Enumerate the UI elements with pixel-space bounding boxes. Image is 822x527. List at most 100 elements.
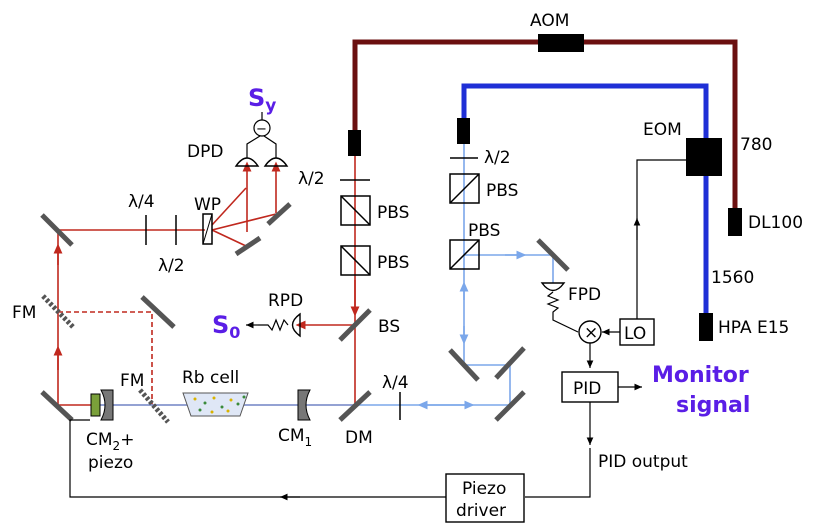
label-cm2-sub: 2: [113, 439, 121, 453]
pid-to-driver: [525, 448, 591, 498]
hpa-amplifier: [699, 313, 713, 341]
pbs-1560-upper-diag: [449, 173, 480, 204]
mirror-dm: [338, 390, 372, 422]
label-780: 780: [740, 135, 772, 155]
label-cm1: CM1: [278, 426, 312, 449]
label-dpd: DPD: [187, 142, 223, 162]
pbs-780-lower: [340, 245, 371, 276]
label-qwp-left: λ/4: [128, 192, 155, 212]
beam-780-wp-split-2: [211, 213, 277, 231]
fiber-780-path: [352, 39, 540, 135]
mirror-bs: [338, 308, 372, 342]
pbs-1560-lower: [449, 239, 480, 270]
fiber-780-coupler: [348, 130, 361, 156]
fpd-detector: [540, 282, 566, 292]
label-sy-sub: y: [265, 96, 276, 116]
label-piezo: piezo: [88, 453, 133, 473]
label-fm-upper: FM: [12, 303, 36, 323]
label-pbs-1560-upper: PBS: [486, 181, 518, 201]
rpd-wire: [258, 318, 289, 332]
label-lo: LO: [624, 324, 646, 344]
label-cm1-sub: 1: [305, 435, 313, 449]
label-s0: S0: [212, 311, 240, 342]
label-rb-cell: Rb cell: [182, 368, 239, 388]
mirror-bottom-left: [40, 390, 74, 422]
beam-780-fm-dashed: [58, 311, 153, 405]
label-wp: WP: [194, 195, 221, 215]
label-cm2-suffix: +: [120, 430, 134, 450]
label-hpa: HPA E15: [718, 318, 789, 338]
label-1560: 1560: [711, 268, 754, 288]
label-bs: BS: [378, 317, 400, 337]
label-fpd: FPD: [568, 285, 601, 305]
label-cm1-main: CM: [278, 426, 305, 446]
mirror-middle: [140, 295, 176, 329]
beam-780-wp-split-1: [211, 187, 247, 226]
pbs-1560-upper: [449, 173, 480, 204]
flip-mirror-lower: [138, 388, 170, 424]
cavity-mirror-2: [100, 389, 114, 421]
label-s0-main: S: [212, 311, 229, 339]
label-hwp-left: λ/2: [158, 256, 185, 276]
label-cm2-main: CM: [86, 430, 113, 450]
rb-cell-atoms: [193, 395, 246, 414]
label-hwp-780: λ/2: [298, 169, 325, 189]
beam-780-wp-split-3: [211, 229, 247, 247]
label-eom: EOM: [643, 120, 682, 140]
dpd-wire-left: [246, 135, 261, 158]
label-dm: DM: [345, 428, 373, 448]
fiber-1560-coupler: [457, 118, 470, 144]
label-pbs-1560-lower: PBS: [468, 221, 500, 241]
dpd-detector-right: [263, 157, 289, 167]
label-cm2: CM2+: [86, 430, 134, 453]
mirror-1560-lower-mid: [494, 346, 526, 380]
label-s0-sub: 0: [229, 323, 240, 342]
label-dpd-minus: −: [256, 122, 267, 137]
driver-to-piezo: [69, 419, 446, 498]
fiber-1560-path: [461, 83, 709, 330]
aom-box: [538, 34, 584, 52]
label-aom: AOM: [530, 11, 569, 31]
cavity-mirror-1: [297, 389, 311, 421]
wollaston-prism-diag: [202, 213, 213, 245]
label-pid-output: PID output: [598, 452, 688, 472]
mirror-1560-lower-right: [494, 390, 526, 422]
label-qwp-1560: λ/4: [382, 373, 409, 393]
label-piezo-driver-2: driver: [456, 501, 506, 521]
piezo-element: [90, 393, 101, 417]
pbs-780-upper-diag: [340, 195, 371, 226]
label-mixer: ×: [584, 323, 598, 343]
mirror-1560-lower-left: [448, 348, 480, 382]
label-piezo-driver-1: Piezo: [462, 479, 506, 499]
wollaston-prism: [202, 213, 213, 245]
dpd-wire-right: [263, 135, 277, 158]
eom-box: [686, 138, 722, 176]
piezo-driver-box: [445, 473, 525, 523]
mirror-wp-lower: [234, 235, 262, 257]
label-pbs-780-lower: PBS: [377, 253, 409, 273]
rpd-detector: [291, 312, 301, 338]
label-dl100: DL100: [748, 213, 803, 233]
dpd-detector-left: [234, 157, 260, 167]
label-hwp-1560: λ/2: [484, 148, 511, 168]
pbs-780-lower-diag: [340, 245, 371, 276]
label-monitor-2: signal: [676, 393, 750, 418]
fpd-wire: [546, 291, 579, 333]
pbs-780-upper: [340, 195, 371, 226]
mirror-wp-right: [266, 202, 292, 226]
optics: [40, 112, 686, 523]
fiber-1560: [457, 83, 722, 341]
label-sy: Sy: [248, 84, 276, 116]
label-monitor-1: Monitor: [652, 363, 749, 388]
label-fm-lower: FM: [120, 371, 144, 391]
mirror-1560-top: [536, 238, 570, 272]
flip-mirror-upper: [41, 294, 76, 330]
label-pbs-780-upper: PBS: [377, 203, 409, 223]
lo-to-eom: [636, 159, 686, 319]
label-pid: PID: [573, 379, 601, 399]
dl100-laser: [728, 208, 742, 236]
label-rpd: RPD: [268, 291, 303, 311]
mirror-top-left: [40, 213, 74, 247]
pbs-1560-lower-diag: [449, 239, 480, 270]
